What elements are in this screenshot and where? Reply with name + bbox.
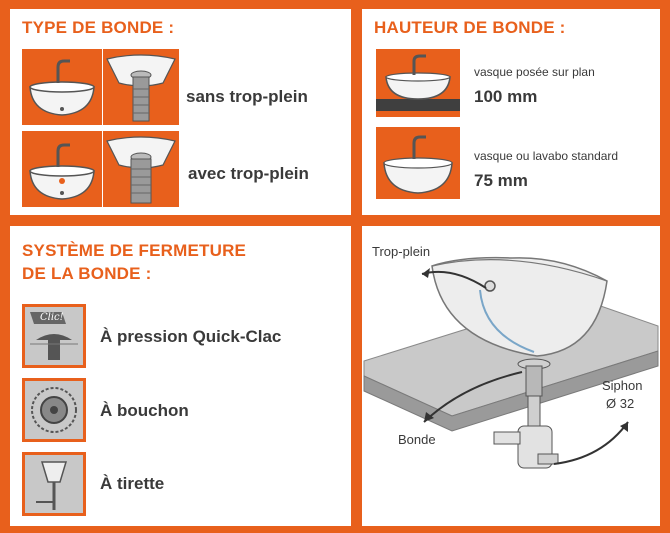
desc-vasque-standard: vasque ou lavabo standard	[474, 149, 619, 163]
value-75mm: 75 mm	[474, 171, 528, 190]
vasque-plan-thumb	[376, 49, 460, 117]
drain-plug-icon	[106, 54, 176, 122]
option-tirette: À tirette	[100, 474, 165, 493]
label-siphon-diameter: Ø 32	[606, 396, 635, 411]
label-bonde: Bonde	[398, 432, 436, 447]
desc-vasque-plan: vasque posée sur plan	[474, 65, 595, 79]
tirette-thumb	[22, 452, 86, 516]
basin-icon	[29, 59, 95, 116]
label-trop-plein: Trop-plein	[372, 244, 431, 259]
panel-hauteur-bonde: HAUTEUR DE BONDE : vasque posée sur plan…	[362, 9, 660, 215]
panel-systeme-fermeture: SYSTÈME DE FERMETURE DE LA BONDE : Clic!…	[10, 226, 351, 526]
heading-systeme-line1: SYSTÈME DE FERMETURE	[22, 241, 247, 260]
bonde-arrow	[423, 371, 523, 423]
push-button-plug-icon	[25, 307, 83, 365]
option-sans-trop-plein: sans trop-plein	[186, 87, 308, 106]
label-siphon: Siphon	[602, 378, 643, 393]
basin-overflow-icon	[29, 143, 95, 200]
panel-type-bonde: TYPE DE BONDE : sans trop-plein	[10, 9, 351, 215]
drain-overflow-thumb	[103, 131, 179, 207]
vasque-standard-thumb	[376, 127, 460, 199]
clic-badge: Clic!	[40, 312, 64, 323]
chain-plug-icon	[25, 381, 83, 439]
heading-type-bonde: TYPE DE BONDE :	[22, 18, 175, 37]
option-avec-trop-plein: avec trop-plein	[188, 164, 309, 183]
quick-clac-thumb: Clic!	[22, 304, 86, 368]
heading-hauteur-bonde: HAUTEUR DE BONDE :	[374, 18, 566, 37]
option-bouchon: À bouchon	[100, 401, 189, 420]
pull-rod-icon	[25, 455, 83, 513]
standard-basin-icon	[383, 135, 453, 194]
heading-systeme-line2: DE LA BONDE :	[22, 264, 152, 283]
value-100mm: 100 mm	[474, 87, 538, 106]
vessel-sink-on-counter-icon	[376, 54, 460, 111]
basin-drain-diagram	[363, 256, 659, 469]
option-quick-clac: À pression Quick-Clac	[100, 327, 282, 346]
siphon-arrow	[553, 421, 629, 465]
panel-diagram: Trop-plein Bonde Siphon Ø 32	[362, 226, 660, 526]
basin-thumb	[22, 49, 102, 125]
drain-thumb	[103, 49, 179, 125]
bouchon-thumb	[22, 378, 86, 442]
drain-plug-overflow-icon	[106, 136, 176, 204]
basin-overflow-thumb	[22, 131, 102, 207]
